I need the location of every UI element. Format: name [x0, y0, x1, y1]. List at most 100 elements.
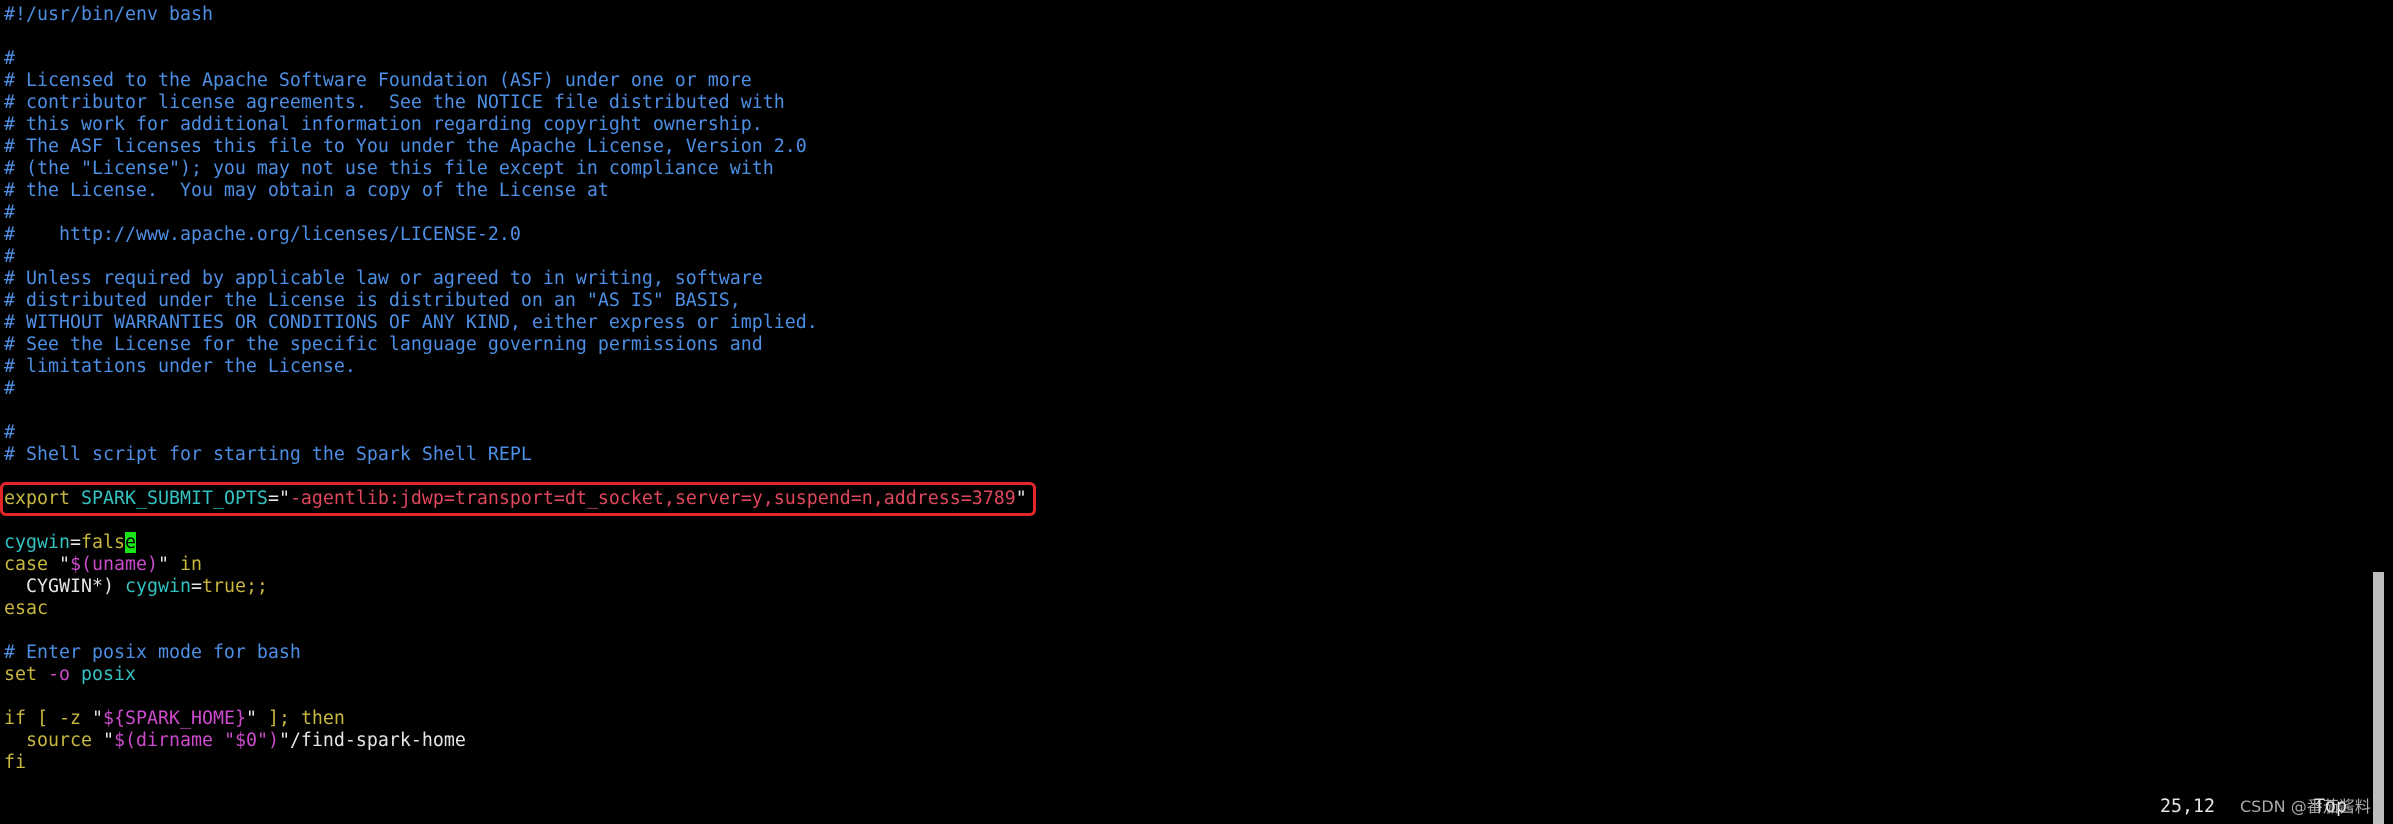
code-line[interactable]: #!/usr/bin/env bash [4, 4, 1027, 26]
code-line[interactable]: # the License. You may obtain a copy of … [4, 180, 1027, 202]
code-line[interactable]: export SPARK_SUBMIT_OPTS="-agentlib:jdwp… [0, 482, 1036, 516]
code-line[interactable]: # [4, 378, 1027, 400]
code-line[interactable] [4, 466, 1027, 488]
code-line[interactable] [4, 686, 1027, 708]
comment-token: # The ASF licenses this file to You unde… [4, 136, 807, 157]
variable-token: posix [81, 664, 136, 685]
plain-token: /find-spark-home [289, 730, 466, 751]
code-line[interactable]: # http://www.apache.org/licenses/LICENSE… [4, 224, 1027, 246]
code-line[interactable]: fi [4, 752, 1027, 774]
variable-token: cygwin [124, 576, 191, 597]
comment-token: # distributed under the License is distr… [4, 290, 741, 311]
code-line[interactable] [4, 510, 1027, 532]
code-line[interactable]: if [ -z "${SPARK_HOME}" ]; then [4, 708, 1027, 730]
plain-token: " [1015, 488, 1027, 509]
plain-token: " [102, 730, 114, 751]
code-line[interactable]: # WITHOUT WARRANTIES OR CONDITIONS OF AN… [4, 312, 1027, 334]
plain-token [92, 730, 103, 751]
special-token: -o [48, 664, 70, 685]
comment-token: # http://www.apache.org/licenses/LICENSE… [4, 224, 521, 245]
plain-token: " [59, 554, 70, 575]
code-line[interactable]: # contributor license agreements. See th… [4, 92, 1027, 114]
keyword-token: ]; then [256, 708, 345, 729]
special-token: ${SPARK_HOME} [102, 708, 246, 729]
code-line[interactable]: CYGWIN*) cygwin=true;; [4, 576, 1027, 598]
comment-token: # Licensed to the Apache Software Founda… [4, 70, 752, 91]
editor-buffer[interactable]: #!/usr/bin/env bash## Licensed to the Ap… [0, 4, 1036, 774]
comment-token: # Enter posix mode for bash [4, 642, 301, 663]
code-line[interactable]: # Licensed to the Apache Software Founda… [4, 70, 1027, 92]
code-line[interactable]: # Unless required by applicable law or a… [4, 268, 1027, 290]
text-cursor: e [124, 532, 136, 553]
plain-token [70, 664, 81, 685]
plain-token [37, 664, 48, 685]
code-line[interactable]: cygwin=false [4, 532, 1027, 554]
comment-token: # [4, 378, 15, 399]
code-line[interactable]: # (the "License"); you may not use this … [4, 158, 1027, 180]
keyword-token: esac [4, 598, 48, 619]
code-line[interactable]: # this work for additional information r… [4, 114, 1027, 136]
comment-token: # [4, 202, 15, 223]
plain-token: CYGWIN*) [4, 576, 125, 597]
comment-token: #!/usr/bin/env bash [4, 4, 213, 25]
plain-token [4, 730, 26, 751]
variable-token: cygwin [4, 532, 70, 553]
keyword-token: true;; [201, 576, 268, 597]
special-token: $(dirname "$0") [113, 730, 279, 751]
code-line[interactable] [4, 620, 1027, 642]
scroll-position: Top [2314, 796, 2347, 817]
comment-token: # contributor license agreements. See th… [4, 92, 785, 113]
plain-token: " [278, 730, 290, 751]
code-line[interactable] [4, 400, 1027, 422]
keyword-token: export [4, 488, 70, 509]
plain-token: " [157, 554, 169, 575]
code-line[interactable]: # distributed under the License is distr… [4, 290, 1027, 312]
code-line[interactable]: esac [4, 598, 1027, 620]
comment-token: # [4, 422, 15, 443]
comment-token: # (the "License"); you may not use this … [4, 158, 774, 179]
comment-token: # WITHOUT WARRANTIES OR CONDITIONS OF AN… [4, 312, 818, 333]
watermark: CSDN @番茄酱料 [2240, 797, 2371, 816]
keyword-token: fi [4, 752, 26, 773]
cursor-position: 25,12 [2160, 796, 2215, 817]
scrollbar-track[interactable] [2370, 0, 2387, 824]
comment-token: # [4, 246, 15, 267]
comment-token: # [4, 48, 15, 69]
keyword-token: set [4, 664, 37, 685]
code-line[interactable]: # [4, 48, 1027, 70]
plain-token: = [69, 532, 81, 553]
plain-token: = [267, 488, 279, 509]
string-token: -agentlib:jdwp=transport=dt_socket,serve… [289, 488, 1016, 509]
plain-token [48, 554, 59, 575]
comment-token: # the License. You may obtain a copy of … [4, 180, 609, 201]
code-line[interactable]: # Enter posix mode for bash [4, 642, 1027, 664]
code-line[interactable]: # [4, 202, 1027, 224]
code-line[interactable]: set -o posix [4, 664, 1027, 686]
keyword-token: if [ -z [4, 708, 92, 729]
code-line[interactable]: case "$(uname)" in [4, 554, 1027, 576]
special-token: $(uname) [70, 554, 158, 575]
code-line[interactable] [4, 26, 1027, 48]
code-line[interactable]: # See the License for the specific langu… [4, 334, 1027, 356]
plain-token: = [190, 576, 202, 597]
keyword-token: in [179, 554, 202, 575]
keyword-token: case [4, 554, 48, 575]
plain-token [169, 554, 180, 575]
code-line[interactable]: # The ASF licenses this file to You unde… [4, 136, 1027, 158]
plain-token: " [91, 708, 103, 729]
plain-token [70, 488, 81, 509]
keyword-token: source [26, 730, 92, 751]
code-line[interactable]: # limitations under the License. [4, 356, 1027, 378]
keyword-token: fals [80, 532, 125, 553]
scrollbar-thumb[interactable] [2373, 572, 2384, 824]
comment-token: # limitations under the License. [4, 356, 356, 377]
comment-token: # Unless required by applicable law or a… [4, 268, 763, 289]
code-line[interactable]: source "$(dirname "$0")"/find-spark-home [4, 730, 1027, 752]
code-line[interactable]: # Shell script for starting the Spark Sh… [4, 444, 1027, 466]
code-line[interactable]: # [4, 422, 1027, 444]
code-line[interactable]: # [4, 246, 1027, 268]
comment-token: # this work for additional information r… [4, 114, 763, 135]
comment-token: # Shell script for starting the Spark Sh… [4, 444, 532, 465]
plain-token: " [278, 488, 290, 509]
